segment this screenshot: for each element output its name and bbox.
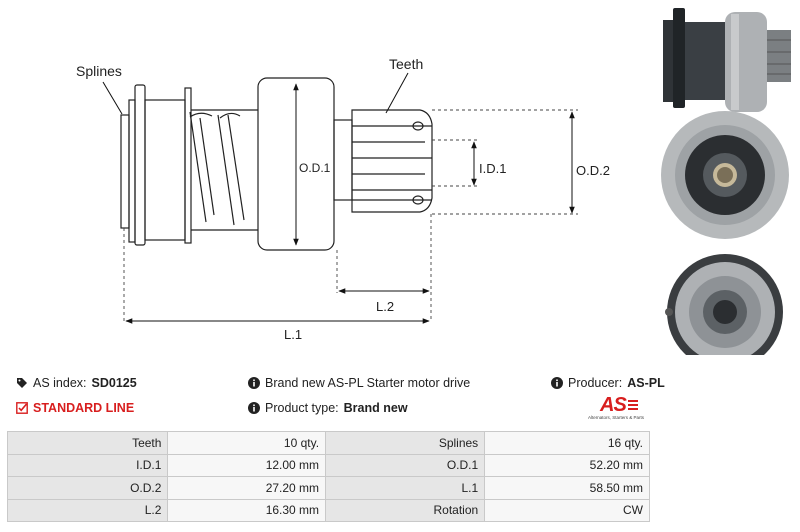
spec-label: L.1 xyxy=(325,476,486,500)
product-type: Product type: Brand new xyxy=(248,401,408,415)
spec-label: Teeth xyxy=(6,431,169,455)
spec-value: 58.50 mm xyxy=(484,476,650,500)
as-index-label: AS index: xyxy=(33,376,87,390)
as-index: AS index: SD0125 xyxy=(16,376,137,390)
spec-value: 16.30 mm xyxy=(167,498,327,522)
spec-label: Splines xyxy=(325,431,486,455)
label-id1: I.D.1 xyxy=(479,161,506,176)
product-photos xyxy=(661,8,791,355)
spec-value: 52.20 mm xyxy=(484,453,650,477)
spec-label: O.D.2 xyxy=(6,476,169,500)
spec-label: Rotation xyxy=(325,498,486,522)
photo-front-view xyxy=(661,111,789,239)
product-type-label: Product type: xyxy=(265,401,339,415)
logo-tagline: Alternators, Starters & Parts xyxy=(588,415,645,420)
info-icon xyxy=(248,377,260,389)
tag-icon xyxy=(17,378,27,388)
spec-label: O.D.1 xyxy=(325,453,486,477)
photo-rear-view xyxy=(665,254,783,355)
description-text: Brand new AS-PL Starter motor drive xyxy=(265,376,471,390)
standard-line-text: STANDARD LINE xyxy=(33,401,135,415)
photo-side-view xyxy=(663,8,791,112)
label-od1: O.D.1 xyxy=(299,161,331,175)
spec-label: I.D.1 xyxy=(6,453,169,477)
product-description: Brand new AS-PL Starter motor drive xyxy=(248,376,470,390)
label-od2: O.D.2 xyxy=(576,163,610,178)
as-index-value: SD0125 xyxy=(91,376,137,390)
spec-label: L.2 xyxy=(6,498,169,522)
spec-value: 16 qty. xyxy=(484,431,650,455)
product-type-value: Brand new xyxy=(343,401,408,415)
spec-value: 10 qty. xyxy=(167,431,327,455)
label-splines: Splines xyxy=(76,63,122,79)
logo-mark: AS xyxy=(600,394,627,416)
as-pl-logo: AS Alternators, Starters & Parts xyxy=(588,394,650,424)
info-icon xyxy=(551,377,563,389)
label-l2: L.2 xyxy=(376,299,394,314)
spec-value: 27.20 mm xyxy=(167,476,327,500)
label-l1: L.1 xyxy=(284,327,302,342)
producer-value: AS-PL xyxy=(627,376,665,390)
producer-label: Producer: xyxy=(568,376,623,390)
technical-drawing: Splines Teeth O.D.1 I.D.1 O.D.2 L.2 L.1 xyxy=(76,56,610,342)
label-teeth: Teeth xyxy=(389,56,423,72)
standard-line: STANDARD LINE xyxy=(16,401,134,415)
producer: Producer: AS-PL xyxy=(551,376,665,390)
spec-value: 12.00 mm xyxy=(167,453,327,477)
checkbox-icon xyxy=(16,402,28,414)
spec-value: CW xyxy=(484,498,650,522)
info-icon xyxy=(248,402,260,414)
logo-stripes xyxy=(628,400,638,412)
